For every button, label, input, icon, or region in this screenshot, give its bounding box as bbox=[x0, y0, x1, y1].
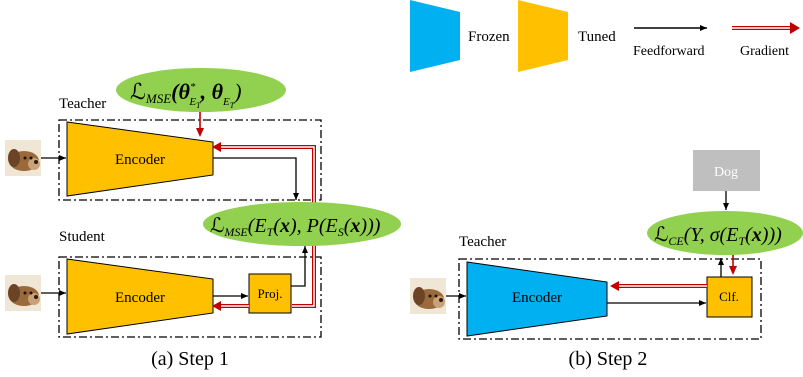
step2-frozen-encoder bbox=[466, 261, 608, 337]
dog-image-icon bbox=[5, 275, 41, 311]
proj-box bbox=[248, 273, 292, 314]
clf-label: Clf. bbox=[719, 289, 739, 304]
legend-tuned-label: Tuned bbox=[578, 29, 616, 45]
clf-box bbox=[706, 276, 753, 318]
param-loss-formula: ℒMSE(θ*ET, θET) bbox=[130, 79, 242, 110]
ce-loss-ellipse bbox=[647, 211, 803, 255]
step1-student-label: Student bbox=[59, 229, 106, 245]
feature-loss-ellipse bbox=[203, 202, 401, 246]
step1-teacher-label: Teacher bbox=[59, 96, 106, 112]
param-loss-gradient-arrow bbox=[196, 110, 204, 137]
legend-feedforward-label: Feedforward bbox=[633, 44, 705, 59]
dog-image-icon bbox=[5, 140, 41, 176]
teacher-to-loss-arrow bbox=[213, 157, 299, 200]
param-loss-ellipse bbox=[116, 68, 286, 112]
step2-encoder-label: Encoder bbox=[512, 290, 562, 306]
step1-student-box bbox=[58, 256, 322, 338]
step1-student-encoder-label: Encoder bbox=[115, 290, 165, 306]
legend-frozen-label: Frozen bbox=[468, 29, 510, 45]
student-gradient-arrow bbox=[212, 235, 316, 311]
legend: Frozen Tuned Feedforward Gradient bbox=[410, 0, 800, 72]
ce-gradient-arrow bbox=[729, 255, 737, 275]
step2-teacher-label: Teacher bbox=[459, 234, 506, 250]
ce-loss-formula: ℒCE(Y, σ(ET(x))) bbox=[654, 224, 782, 248]
tuned-legend-swatch bbox=[518, 0, 568, 72]
step2-teacher-box bbox=[458, 258, 762, 340]
label-dog-text: Dog bbox=[714, 165, 738, 180]
step2-caption: (b) Step 2 bbox=[569, 348, 648, 370]
legend-gradient-label: Gradient bbox=[740, 44, 789, 59]
step1-student-encoder bbox=[66, 258, 214, 335]
teacher-gradient-arrow bbox=[212, 142, 316, 210]
dog-image-icon bbox=[410, 278, 446, 314]
clf-gradient-arrow bbox=[610, 281, 707, 291]
step1-teacher-encoder-label: Encoder bbox=[115, 152, 165, 168]
frozen-legend-swatch bbox=[410, 0, 460, 72]
step1-caption: (a) Step 1 bbox=[151, 348, 229, 370]
gradient-legend-arrow bbox=[732, 22, 800, 34]
step1-panel: Teacher Student Encoder Encoder Proj. bbox=[5, 68, 401, 370]
proj-to-loss-arrow bbox=[291, 246, 308, 287]
label-dog-box bbox=[693, 150, 760, 191]
step1-teacher-encoder bbox=[66, 121, 214, 197]
feature-loss-formula: ℒMSE(ET(x), P(ES(x))) bbox=[210, 215, 381, 239]
step2-panel: Teacher Encoder Clf. Dog ℒCE(Y, σ(ET(x))… bbox=[410, 150, 803, 370]
proj-label: Proj. bbox=[258, 286, 283, 301]
